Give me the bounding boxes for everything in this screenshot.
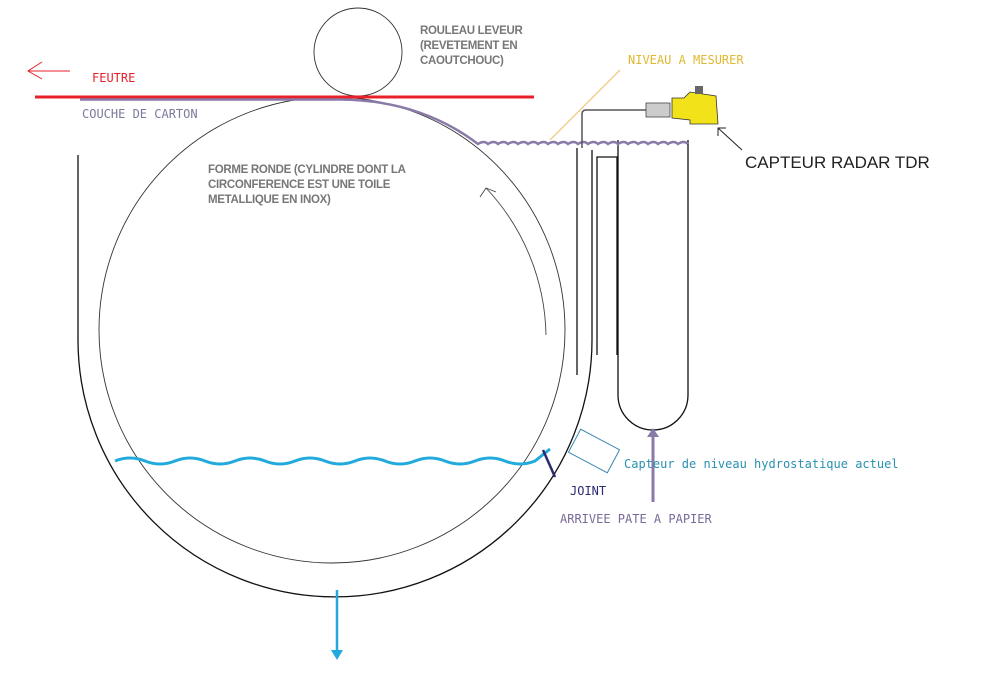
carton-layer-label: COUCHE DE CARTON [82, 107, 198, 121]
drain-arrowhead-icon [331, 650, 343, 660]
carton-layer [80, 98, 689, 146]
felt-direction-arrow-icon [27, 61, 70, 80]
pulp-inlet-label: ARRIVEE PATE A PAPIER [560, 512, 712, 526]
joint-label: JOINT [570, 484, 607, 498]
overflow-channel [596, 156, 618, 355]
felt-label: FEUTRE [92, 71, 136, 85]
round-form-label: FORME RONDE (CYLINDRE DONT LA CIRCONFERE… [208, 163, 406, 208]
rotation-arrow [485, 187, 547, 336]
standpipe [617, 140, 689, 431]
lifting-roller [313, 7, 403, 97]
joint-seal [541, 449, 557, 478]
roller-label-line: CAOUTCHOUC) [420, 55, 504, 67]
water-surface [114, 447, 551, 466]
radar-sensor-icon [671, 91, 719, 125]
roller-label: ROULEAU LEVEUR (REVETEMENT EN CAOUTCHOUC… [420, 24, 523, 69]
radar-probe-rod [581, 109, 648, 148]
roller-label-line: (REVETEMENT EN [420, 40, 518, 52]
round-form-label-line: CIRCONFERENCE EST UNE TOILE [208, 179, 391, 191]
radar-sensor-label: CAPTEUR RADAR TDR [745, 153, 930, 172]
radar-sensor-connector [695, 86, 703, 94]
radar-sensor-fitting [645, 102, 671, 118]
round-form-label-line: METALLIQUE EN INOX) [208, 194, 331, 206]
rotation-arrowhead-icon [479, 187, 497, 198]
radar-label-arrow [717, 127, 743, 151]
vat-wall [77, 150, 593, 598]
pulp-inlet-arrowhead-icon [647, 428, 659, 437]
hydrostatic-sensor-icon [567, 428, 621, 474]
level-to-measure-label: NIVEAU A MESURER [628, 53, 744, 67]
level-pointer-line [549, 69, 621, 141]
radar-label-arrowhead-icon [717, 127, 726, 136]
roller-label-line: ROULEAU LEVEUR [420, 25, 523, 37]
hydrostatic-sensor-label: Capteur de niveau hydrostatique actuel [624, 457, 899, 471]
round-form-label-line: FORME RONDE (CYLINDRE DONT LA [208, 164, 406, 176]
